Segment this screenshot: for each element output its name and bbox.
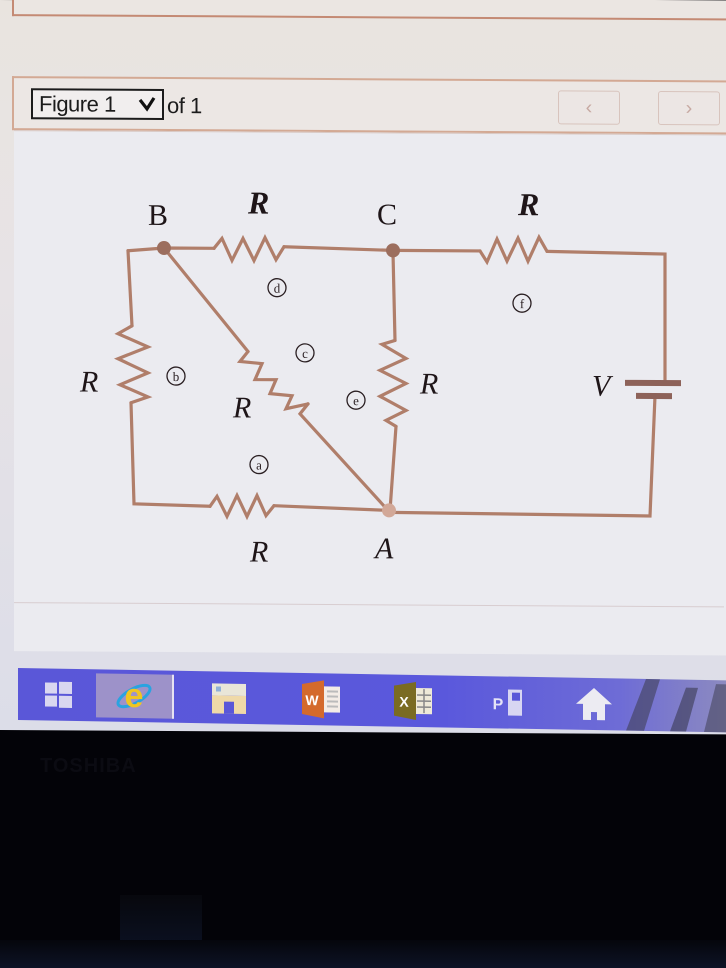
- taskbar-publisher[interactable]: P: [482, 680, 530, 725]
- laptop-brand-logo: TOSHIBA: [40, 755, 137, 777]
- resistor-label-c: R: [232, 391, 251, 424]
- wire-a-to-A: [272, 504, 390, 512]
- figure-select[interactable]: Figure 1: [31, 88, 164, 121]
- tag-c: c: [302, 346, 308, 361]
- publisher-icon: P: [493, 689, 522, 716]
- node-a-dot: [382, 503, 396, 518]
- wire-d-to-c: [282, 245, 394, 252]
- taskbar: e W X: [18, 668, 726, 733]
- node-label-b: B: [148, 199, 168, 232]
- circuit-diagram: B C A R R R R R R V d f b c e a: [79, 185, 681, 569]
- taskbar-internet-explorer[interactable]: e: [96, 673, 174, 719]
- resistor-f: [478, 233, 549, 266]
- file-explorer-icon: [212, 683, 246, 714]
- tag-e: e: [353, 393, 359, 408]
- node-c-dot: [386, 243, 400, 258]
- keyboard-edge: [0, 940, 726, 968]
- tag-circle-d: [267, 278, 287, 298]
- node-label-a: A: [373, 532, 394, 565]
- wire-e-down: [388, 424, 398, 512]
- screen: Figure 1 of 1 ‹ ›: [0, 0, 726, 735]
- chevron-down-icon: [138, 97, 156, 112]
- taskbar-start[interactable]: [36, 672, 80, 717]
- svg-text:e: e: [125, 677, 144, 715]
- home-icon: [576, 688, 612, 721]
- svg-text:X: X: [399, 694, 409, 710]
- wire-left-top: [126, 249, 134, 328]
- resistor-a: [208, 491, 276, 521]
- wire-c-to-f: [390, 248, 482, 253]
- battery-label: V: [592, 370, 614, 403]
- tag-circle-b: [166, 366, 186, 386]
- figure-toolbar: Figure 1 of 1 ‹ ›: [12, 76, 726, 135]
- resistor-label-e: R: [419, 368, 438, 401]
- desktop-wallpaper-fragment: [626, 678, 726, 733]
- battery-long-plate: [625, 379, 681, 387]
- resistor-label-f: R: [517, 186, 539, 222]
- wire-f-to-right: [545, 249, 667, 386]
- windows-start-icon: [45, 681, 72, 708]
- resistor-label-a: R: [249, 536, 268, 569]
- tag-circle-a: [249, 454, 269, 475]
- resistor-label-b: R: [79, 365, 98, 398]
- taskbar-home[interactable]: [570, 682, 618, 727]
- wire-c-down: [391, 250, 397, 343]
- node-label-c: C: [377, 198, 397, 231]
- excel-icon: X: [394, 681, 432, 720]
- tag-circle-c: [295, 343, 315, 363]
- svg-text:P: P: [493, 696, 504, 713]
- wire-top-left: [126, 246, 216, 253]
- wire-battery-to-bottom: [388, 394, 657, 518]
- tag-f: f: [520, 296, 525, 311]
- wire-left-bottom: [129, 401, 212, 508]
- taskbar-excel[interactable]: X: [390, 678, 438, 723]
- tag-circle-f: [512, 293, 532, 313]
- resistor-label-d: R: [247, 185, 269, 221]
- internet-explorer-icon: e: [116, 677, 152, 715]
- wire-diag-upper: [162, 246, 250, 354]
- taskbar-word[interactable]: W: [298, 677, 346, 722]
- svg-text:W: W: [305, 692, 319, 708]
- tag-b: b: [173, 369, 179, 384]
- resistor-c: [236, 349, 310, 412]
- taskbar-file-explorer[interactable]: [204, 675, 254, 720]
- resistor-d: [212, 233, 286, 265]
- tag-d: d: [274, 281, 281, 296]
- word-icon: W: [302, 680, 340, 719]
- resistor-e: [376, 338, 410, 429]
- wire-diag-lower: [297, 402, 390, 512]
- tag-circle-e: [346, 390, 366, 410]
- tag-a: a: [256, 458, 262, 473]
- resistor-b: [113, 324, 153, 405]
- battery-short-plate: [636, 392, 672, 400]
- node-b-dot: [157, 241, 171, 256]
